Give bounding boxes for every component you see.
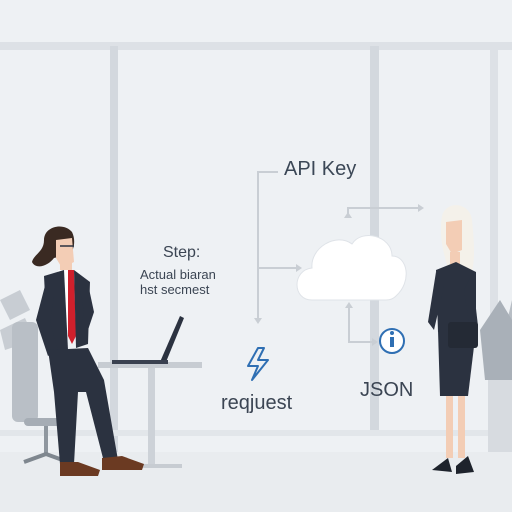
woman-figure bbox=[428, 205, 478, 474]
step-label: Step: bbox=[163, 244, 201, 261]
step-description-line-1: Actual biaran bbox=[140, 267, 216, 282]
laptop bbox=[112, 316, 184, 364]
json-label: JSON bbox=[360, 379, 414, 401]
step-description: Actual biaran hst secmest bbox=[140, 267, 216, 297]
man-figure bbox=[32, 226, 144, 476]
desk bbox=[98, 362, 202, 468]
plant-right bbox=[480, 300, 512, 452]
request-label: reqjuest bbox=[221, 392, 293, 414]
lightning-icon bbox=[247, 347, 269, 381]
arrow-heads bbox=[254, 204, 424, 346]
step-description-line-2: hst secmest bbox=[140, 282, 210, 297]
api-key-label: API Key bbox=[284, 158, 357, 180]
floor bbox=[0, 452, 512, 512]
flow-arrows bbox=[257, 171, 418, 343]
cloud-icon bbox=[296, 235, 407, 301]
info-icon bbox=[379, 328, 405, 354]
